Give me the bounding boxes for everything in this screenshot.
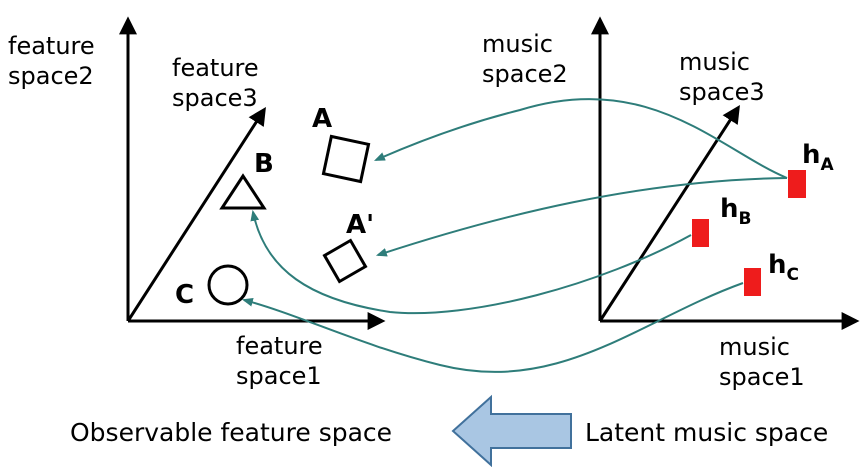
diamond-a-prime: [322, 238, 368, 284]
bottom-caption: Observable feature space Latent music sp…: [70, 394, 828, 467]
feature-z-axis-label-line1: feature: [172, 54, 259, 82]
feature-z-axis-label-line2: space3: [172, 84, 258, 112]
triangle-b: [219, 173, 267, 210]
music-space-axes: music space2 music space3 music space1: [482, 16, 860, 391]
feature-y-axis-label-line2: space2: [8, 62, 94, 90]
label-a: A: [312, 104, 332, 134]
music-z-axis: [598, 104, 740, 322]
music-z-axis-label-line1: music: [679, 48, 750, 76]
circle-c: [207, 264, 249, 306]
label-h-c: hC: [768, 250, 799, 285]
latent-point-h-a: [788, 170, 806, 198]
latent-point-h-c: [744, 268, 761, 296]
feature-y-axis-label-line1: feature: [8, 32, 95, 60]
music-x-axis-label-line1: music: [719, 333, 790, 361]
feature-x-axis-label-line1: feature: [236, 332, 323, 360]
direction-arrow: [451, 394, 572, 467]
feature-x-axis-label-line2: space1: [236, 362, 322, 390]
feature-shapes: A A' B C: [175, 104, 374, 310]
label-h-a: hA: [802, 140, 835, 175]
curve-h-c-to-c: [241, 282, 744, 373]
mapping-curves: [241, 98, 788, 373]
label-b: B: [254, 149, 274, 179]
square-a: [321, 134, 371, 184]
feature-z-axis: [126, 106, 266, 322]
music-z-axis-label-line2: space3: [679, 78, 765, 106]
curve-h-b-to-b: [250, 209, 692, 315]
caption-observable-feature-space: Observable feature space: [70, 418, 392, 447]
curve-h-a-to-a-prime: [375, 177, 788, 257]
music-y-axis-label-line2: space2: [482, 60, 568, 88]
music-x-axis-label-line2: space1: [719, 363, 805, 391]
label-c: C: [175, 280, 194, 310]
feature-space-axes: feature space2 feature space3 feature sp…: [8, 16, 386, 390]
label-h-b: hB: [720, 194, 751, 229]
latent-point-h-b: [692, 219, 709, 247]
caption-latent-music-space: Latent music space: [585, 418, 828, 447]
latent-points: hA hB hC: [692, 140, 835, 296]
label-a-prime: A': [346, 210, 374, 240]
music-y-axis-label-line1: music: [482, 30, 553, 58]
curve-h-a-to-a: [373, 98, 788, 179]
